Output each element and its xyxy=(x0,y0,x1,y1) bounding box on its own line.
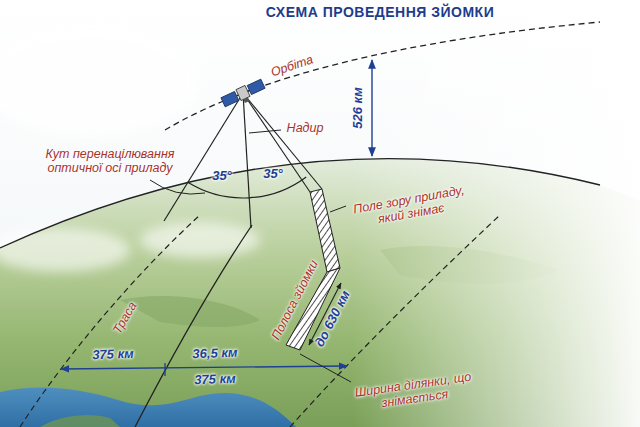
field-of-view-line xyxy=(243,93,322,189)
leader-line xyxy=(300,354,351,382)
ground-track xyxy=(135,225,252,427)
angle-label: Кут перенацілювання оптичної осі приладу xyxy=(40,147,180,176)
field-of-view-band xyxy=(310,189,340,272)
dimension-line xyxy=(61,366,347,369)
angle-value: 35° xyxy=(212,169,232,184)
satellite xyxy=(221,78,268,111)
leader-line xyxy=(150,180,205,194)
leader-line xyxy=(249,130,281,133)
solar-panel xyxy=(221,91,239,106)
dimension-tick xyxy=(164,363,165,376)
nadir-label: Надир xyxy=(287,121,324,135)
field-of-view-line xyxy=(243,93,310,192)
satellite-lens xyxy=(243,97,249,103)
dimension-value: 375 км xyxy=(92,347,134,363)
altitude-arrow xyxy=(371,60,372,156)
dimension-value: 36,5 км xyxy=(192,346,238,363)
nadir-line xyxy=(243,93,251,228)
solar-panel xyxy=(247,79,265,94)
angle-arc xyxy=(188,182,249,198)
swath-boundary xyxy=(20,215,200,427)
altitude-value: 526 км xyxy=(351,87,366,129)
diagram-title: СХЕМА ПРОВЕДЕННЯ ЗЙОМКИ xyxy=(200,4,560,20)
leader-line xyxy=(330,206,346,212)
pointing-line xyxy=(164,93,243,221)
angle-value: 35° xyxy=(263,167,283,182)
dimension-value: 375 км xyxy=(194,372,236,388)
